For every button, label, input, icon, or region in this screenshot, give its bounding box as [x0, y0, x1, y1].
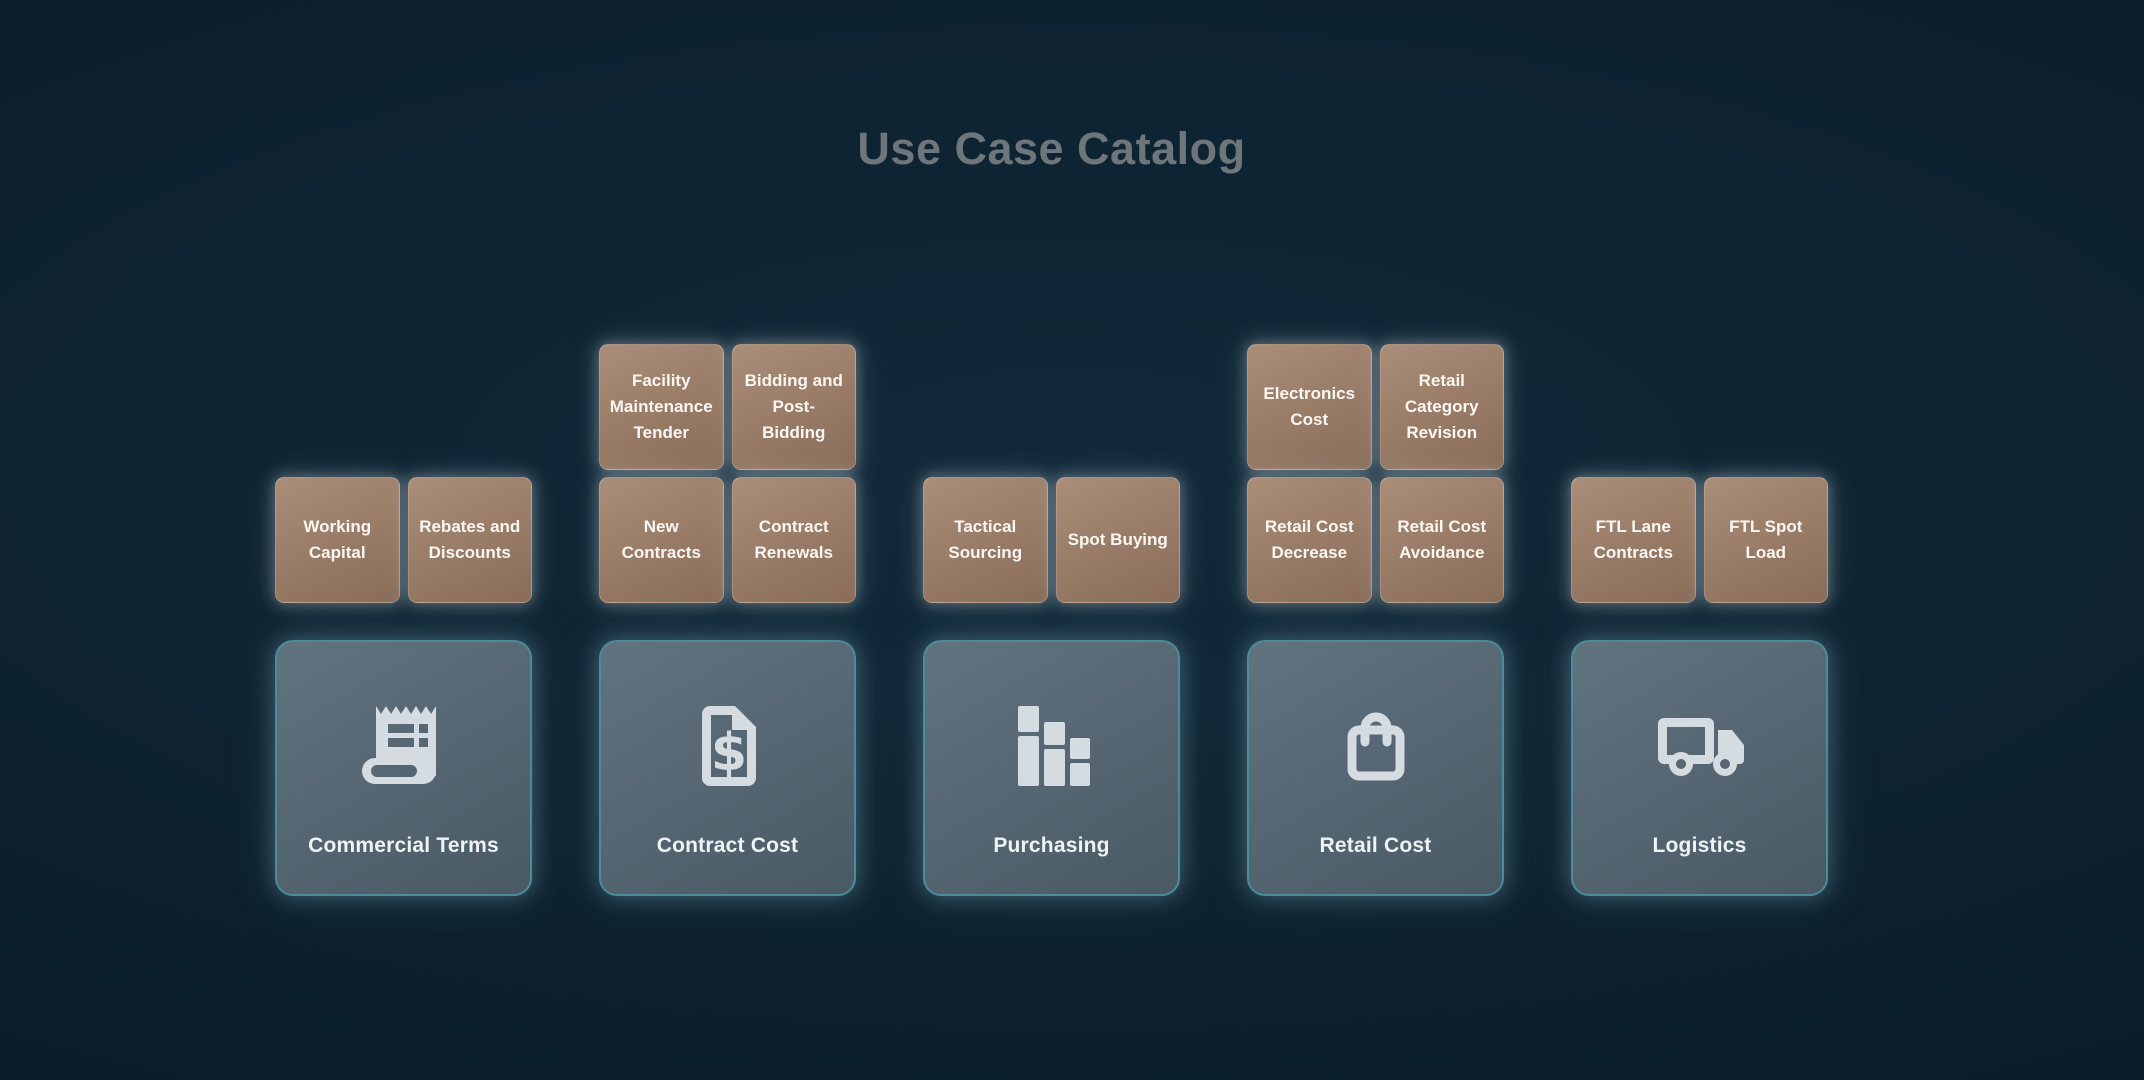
group-retail-cost: Electronics Cost Retail Category Revision… — [1247, 344, 1504, 896]
use-case-tile[interactable]: Tactical Sourcing — [923, 477, 1048, 603]
category-card-label: Retail Cost — [1319, 834, 1432, 857]
group-purchasing: Tactical Sourcing Spot Buying Purchasing — [923, 477, 1180, 896]
use-case-tile-label: Tactical Sourcing — [948, 517, 1023, 562]
use-case-tiles: Electronics Cost Retail Category Revision… — [1247, 344, 1504, 603]
group-contract-cost: Facility Maintenance Tender Bidding and P… — [599, 344, 856, 896]
category-card-retail-cost[interactable]: Retail Cost — [1247, 640, 1504, 896]
use-case-tile[interactable]: Spot Buying — [1055, 477, 1180, 603]
category-card-commercial-terms[interactable]: Commercial Terms — [275, 640, 532, 896]
truck-icon — [1651, 698, 1748, 794]
use-case-tile[interactable]: Working Capital — [275, 477, 400, 603]
use-case-tile-label: Retail Cost Decrease — [1264, 517, 1354, 562]
use-case-tile-label: Retail Cost Avoidance — [1397, 517, 1487, 562]
category-card-contract-cost[interactable]: $ Contract Cost — [599, 640, 856, 896]
use-case-groups: Working Capital Rebates and Discounts Com… — [275, 344, 1828, 896]
category-card-logistics[interactable]: Logistics — [1571, 640, 1828, 896]
use-case-tile[interactable]: Bidding and Post-Bidding — [731, 344, 856, 470]
use-case-tile-label: FTL Spot Load — [1729, 517, 1803, 562]
category-card-label: Contract Cost — [656, 834, 799, 857]
use-case-tile[interactable]: FTL Spot Load — [1703, 477, 1828, 603]
use-case-tile[interactable]: Contract Renewals — [731, 477, 856, 603]
page-title: Use Case Catalog — [857, 123, 1246, 175]
use-case-tile-label: Working Capital — [303, 517, 372, 562]
use-case-tile-label: New Contracts — [621, 517, 701, 562]
bar-chart-icon — [1004, 698, 1100, 794]
use-case-tile-label: Bidding and Post-Bidding — [744, 371, 843, 442]
receipt-icon — [355, 698, 452, 794]
use-case-tile[interactable]: Retail Cost Decrease — [1247, 477, 1372, 603]
use-case-tiles: Facility Maintenance Tender Bidding and P… — [599, 344, 856, 603]
use-case-tiles: FTL Lane Contracts FTL Spot Load — [1571, 477, 1828, 603]
use-case-tile[interactable]: Rebates and Discounts — [407, 477, 532, 603]
use-case-tile[interactable]: New Contracts — [599, 477, 724, 603]
use-case-tile-label: FTL Lane Contracts — [1593, 517, 1673, 562]
use-case-tile[interactable]: Retail Category Revision — [1379, 344, 1504, 470]
use-case-tile[interactable]: FTL Lane Contracts — [1571, 477, 1696, 603]
use-case-tile-label: Facility Maintenance Tender — [609, 371, 713, 442]
category-card-label: Purchasing — [993, 834, 1110, 857]
category-card-label: Commercial Terms — [308, 834, 499, 857]
use-case-tile-label: Rebates and Discounts — [419, 517, 521, 562]
use-case-tiles: Working Capital Rebates and Discounts — [275, 477, 532, 603]
use-case-tile[interactable]: Electronics Cost — [1247, 344, 1372, 470]
group-commercial-terms: Working Capital Rebates and Discounts Com… — [275, 477, 532, 896]
use-case-tile[interactable]: Retail Cost Avoidance — [1379, 477, 1504, 603]
shopping-bag-icon — [1328, 698, 1424, 794]
category-card-purchasing[interactable]: Purchasing — [923, 640, 1180, 896]
use-case-tile[interactable]: Facility Maintenance Tender — [599, 344, 724, 470]
use-case-tiles: Tactical Sourcing Spot Buying — [923, 477, 1180, 603]
use-case-tile-label: Spot Buying — [1067, 530, 1168, 549]
document-dollar-icon: $ — [679, 698, 776, 794]
use-case-tile-label: Contract Renewals — [754, 517, 833, 562]
category-card-label: Logistics — [1652, 834, 1747, 857]
use-case-tile-label: Electronics Cost — [1263, 384, 1356, 429]
use-case-tile-label: Retail Category Revision — [1404, 371, 1479, 442]
group-logistics: FTL Lane Contracts FTL Spot Load Logistic… — [1571, 477, 1828, 896]
